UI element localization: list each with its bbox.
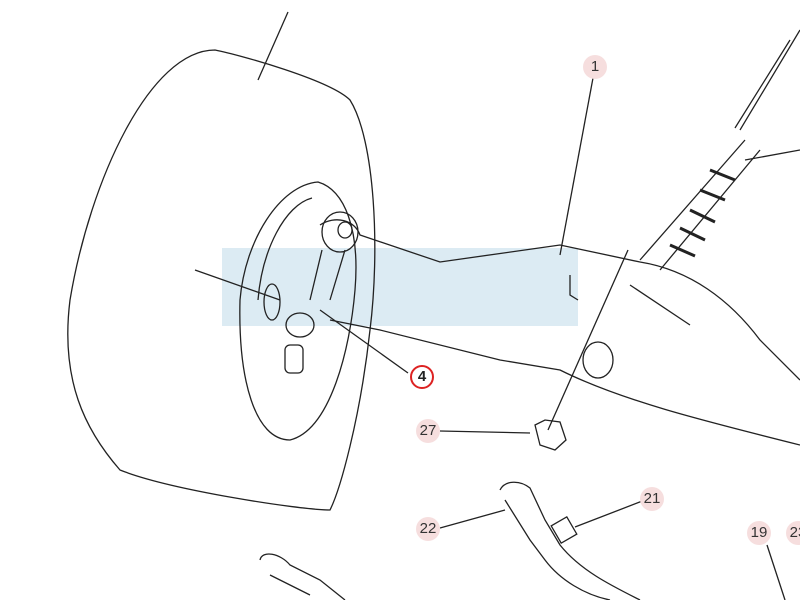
steering-arm (319, 219, 800, 446)
callout-1[interactable]: 1 (583, 55, 607, 79)
wheel-rim (239, 181, 357, 441)
callout-27[interactable]: 27 (416, 419, 440, 443)
watermark (222, 248, 578, 326)
callout-22[interactable]: 22 (416, 517, 440, 541)
tire (67, 49, 376, 511)
hydraulic-hose (499, 481, 641, 600)
callout-4-selected[interactable]: 4 (410, 365, 434, 389)
callout-23[interactable]: 23 (786, 521, 800, 545)
tie-rod (639, 29, 800, 271)
callout-19[interactable]: 19 (747, 521, 771, 545)
callout-21[interactable]: 21 (640, 487, 664, 511)
